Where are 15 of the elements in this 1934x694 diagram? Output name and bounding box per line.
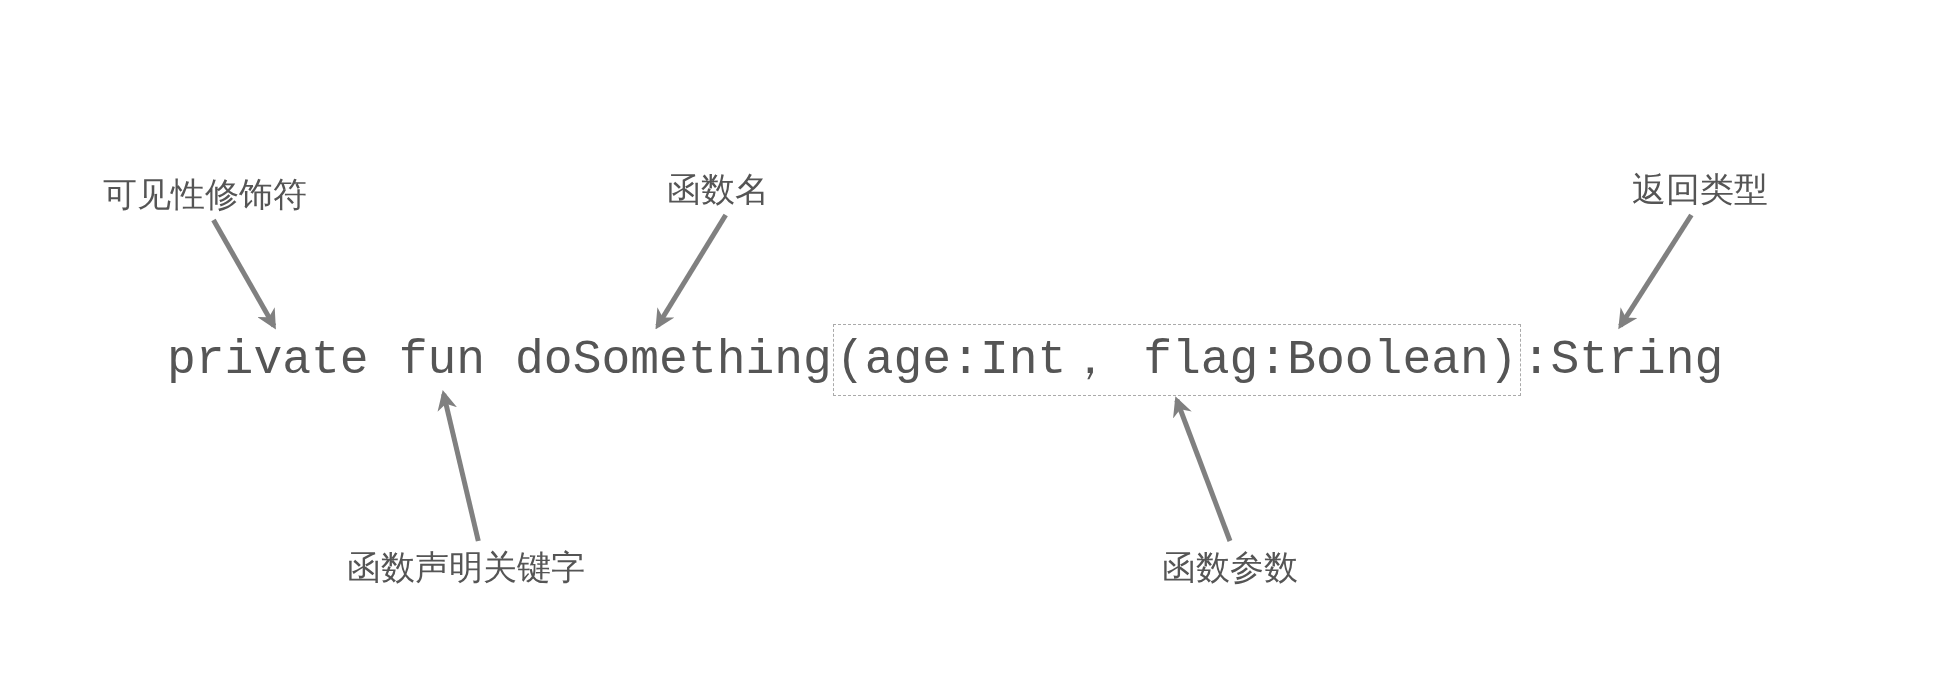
parameter-box: (age:Int， flag:Boolean) xyxy=(832,324,1521,396)
code-keyword: private xyxy=(166,330,370,390)
return-type-code: :String xyxy=(1520,330,1725,390)
arrow xyxy=(437,390,481,542)
annotation-label: 函数声明关键字 xyxy=(343,545,589,589)
arrow xyxy=(211,218,277,330)
annotation-label: 函数名 xyxy=(663,167,773,211)
arrow xyxy=(1618,213,1694,330)
annotation-label: 可见性修饰符 xyxy=(99,172,311,216)
arrow xyxy=(655,213,728,330)
annotation-label: 返回类型 xyxy=(1628,167,1772,211)
function-name-code: doSomething xyxy=(514,330,833,390)
annotation-label: 函数参数 xyxy=(1158,545,1302,589)
code-keyword: fun xyxy=(397,330,487,390)
arrow xyxy=(1173,396,1233,542)
